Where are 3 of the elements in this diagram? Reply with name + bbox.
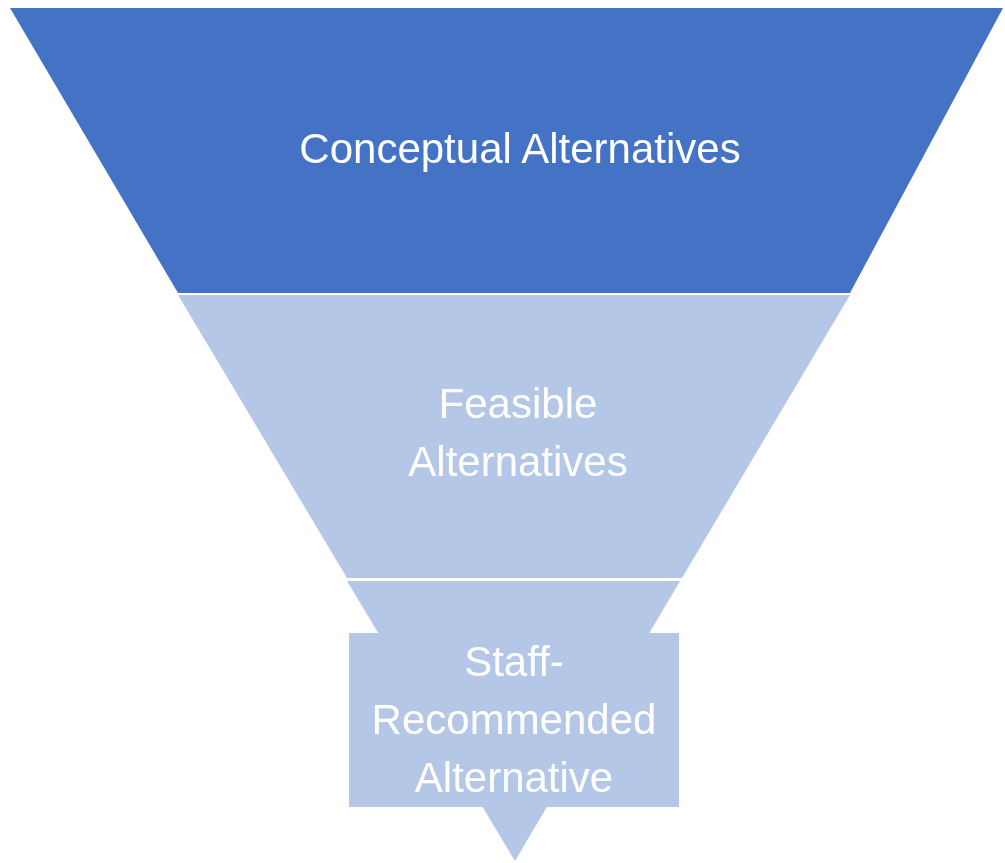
band-label: Conceptual Alternatives [298, 124, 742, 174]
band-label: Staff-Recommended Alternative [349, 633, 679, 807]
band-label: Feasible Alternatives [407, 379, 629, 487]
